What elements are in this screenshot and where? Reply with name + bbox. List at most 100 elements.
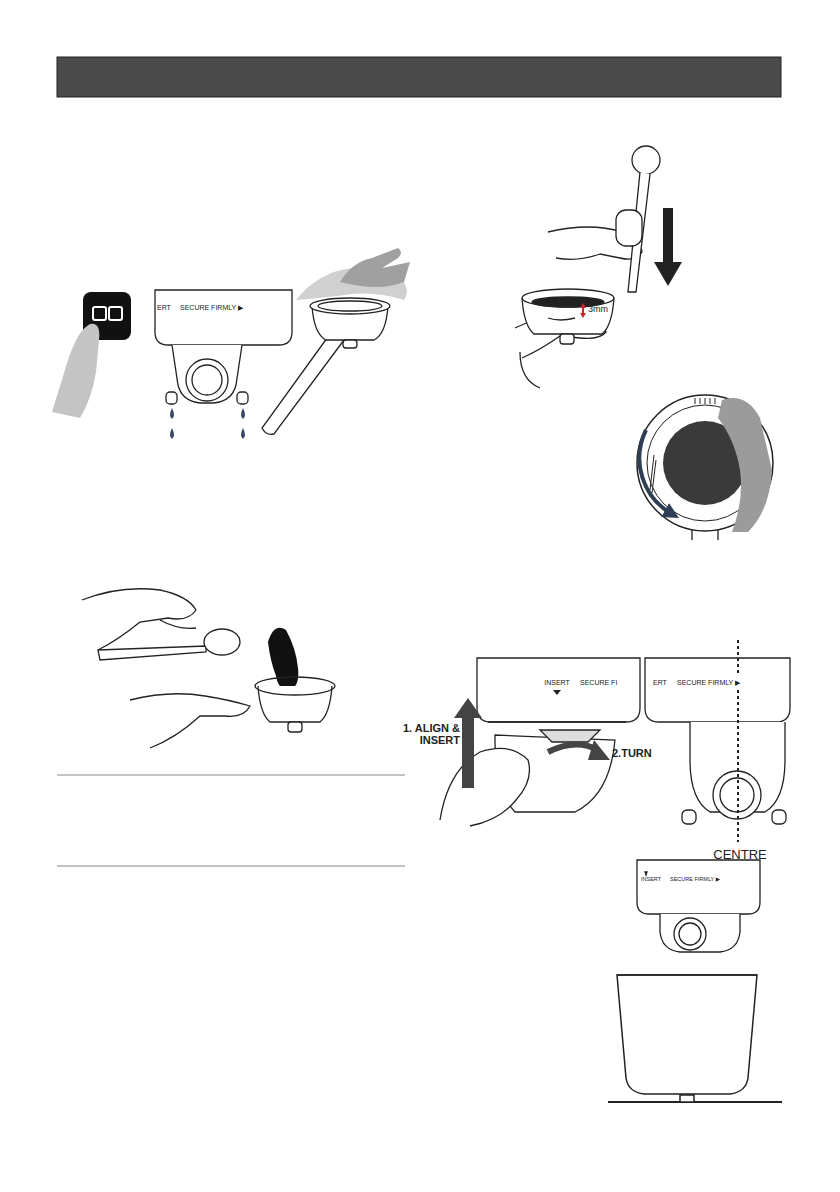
- panel-marking: INSERT: [544, 679, 570, 687]
- water-drops: [241, 408, 245, 419]
- filter-basket: [255, 677, 335, 695]
- water-drops: [170, 408, 245, 439]
- turn-arrow: [588, 740, 610, 760]
- tamper-top-view: [718, 398, 772, 532]
- tamper: [616, 146, 660, 292]
- portafilter: [262, 298, 390, 434]
- water-drops: [170, 428, 174, 439]
- filter-basket: [560, 334, 574, 344]
- group-head: [172, 345, 242, 403]
- dosing-hands: [82, 589, 250, 748]
- gap-arrow: [580, 303, 586, 318]
- filter-basket: [288, 722, 302, 732]
- group-head: [186, 359, 228, 401]
- coffee-grounds: [268, 628, 298, 690]
- group-head: [155, 290, 292, 345]
- tamper-top-view: [650, 455, 656, 493]
- centre-line: [738, 640, 739, 842]
- cup: [617, 975, 757, 1094]
- water-drops: [241, 428, 245, 439]
- push-arrow: [654, 262, 682, 286]
- group-head: [772, 810, 786, 824]
- portafilter: [343, 340, 357, 348]
- header-bar: [57, 57, 781, 97]
- cloth-hand: [296, 248, 410, 300]
- cup: [608, 975, 782, 1102]
- alignment-label: CENTRE: [713, 848, 766, 862]
- group-head: [674, 918, 706, 950]
- filter-basket: [548, 318, 575, 320]
- cup: [617, 974, 757, 976]
- group-head: [645, 658, 790, 722]
- tamper-top-view: [637, 395, 773, 540]
- tamper-top-view: [639, 430, 672, 514]
- group-head: [192, 365, 222, 395]
- button-icon: [93, 307, 106, 320]
- step-label: 2.TURN: [612, 747, 652, 759]
- insert-marker: [553, 690, 561, 695]
- group-head: [682, 810, 696, 824]
- panel-marking: SECURE FI: [580, 679, 617, 687]
- dosing-hands: [204, 629, 240, 655]
- panel-marking: SECURE FIRMLY ▶: [677, 679, 740, 687]
- group-head: [166, 392, 177, 404]
- cloth-hand: [340, 248, 410, 287]
- centre-line: [737, 690, 739, 842]
- filter-basket: [522, 298, 614, 334]
- group-head: [637, 860, 760, 914]
- filter-basket: [520, 352, 540, 388]
- portafilter: [262, 334, 344, 434]
- panel-marking: ERT: [653, 679, 667, 687]
- group-head: [488, 721, 626, 722]
- tamper: [632, 146, 660, 174]
- dimension: 3mm: [588, 305, 608, 315]
- group-head: [540, 730, 600, 742]
- group-head: [645, 658, 790, 824]
- separator-lines: [57, 775, 405, 776]
- hand: [440, 748, 530, 826]
- group-head: [660, 914, 740, 952]
- insert-arrow: [462, 716, 474, 788]
- header-bar: [57, 57, 781, 97]
- coffee-grounds: [268, 628, 298, 690]
- gap-arrow: [582, 307, 584, 314]
- turn-arrow: [548, 740, 610, 760]
- centre-line: [737, 640, 739, 676]
- insert-marker: [553, 690, 561, 695]
- panel-marking: SECURE FIRMLY ▶: [180, 304, 243, 312]
- group-head: [645, 872, 647, 875]
- group-head: [679, 923, 701, 945]
- group-head: [155, 290, 292, 404]
- finger: [52, 324, 99, 418]
- separator-lines: [57, 775, 405, 866]
- portafilter: [318, 301, 382, 311]
- filter-basket: [258, 686, 332, 722]
- cup: [680, 1095, 694, 1102]
- push-arrow: [654, 208, 682, 286]
- separator-lines: [57, 866, 405, 867]
- tamper-top-view: [637, 395, 773, 531]
- panel-marking: INSERT: [641, 876, 661, 882]
- portafilter: [310, 298, 390, 314]
- filter-basket: [255, 677, 335, 732]
- group-head: [637, 860, 760, 952]
- water-drops: [170, 408, 174, 419]
- dosing-hands: [82, 589, 196, 650]
- tamper-top-view: [695, 398, 715, 404]
- button-icon: [109, 307, 122, 320]
- dosing-hands: [130, 694, 250, 748]
- step-label: 1. ALIGN & INSERT: [396, 722, 460, 746]
- dosing-hands: [160, 620, 196, 628]
- panel-marking: ERT: [157, 304, 171, 312]
- cup: [608, 1101, 782, 1103]
- tamper: [616, 210, 642, 246]
- dosing-hands: [98, 646, 206, 660]
- hand: [440, 748, 530, 826]
- tamping-hands: [515, 227, 642, 358]
- finger: [52, 324, 99, 418]
- push-arrow: [663, 208, 673, 266]
- group-head: [237, 392, 248, 404]
- insert-arrow: [454, 698, 482, 718]
